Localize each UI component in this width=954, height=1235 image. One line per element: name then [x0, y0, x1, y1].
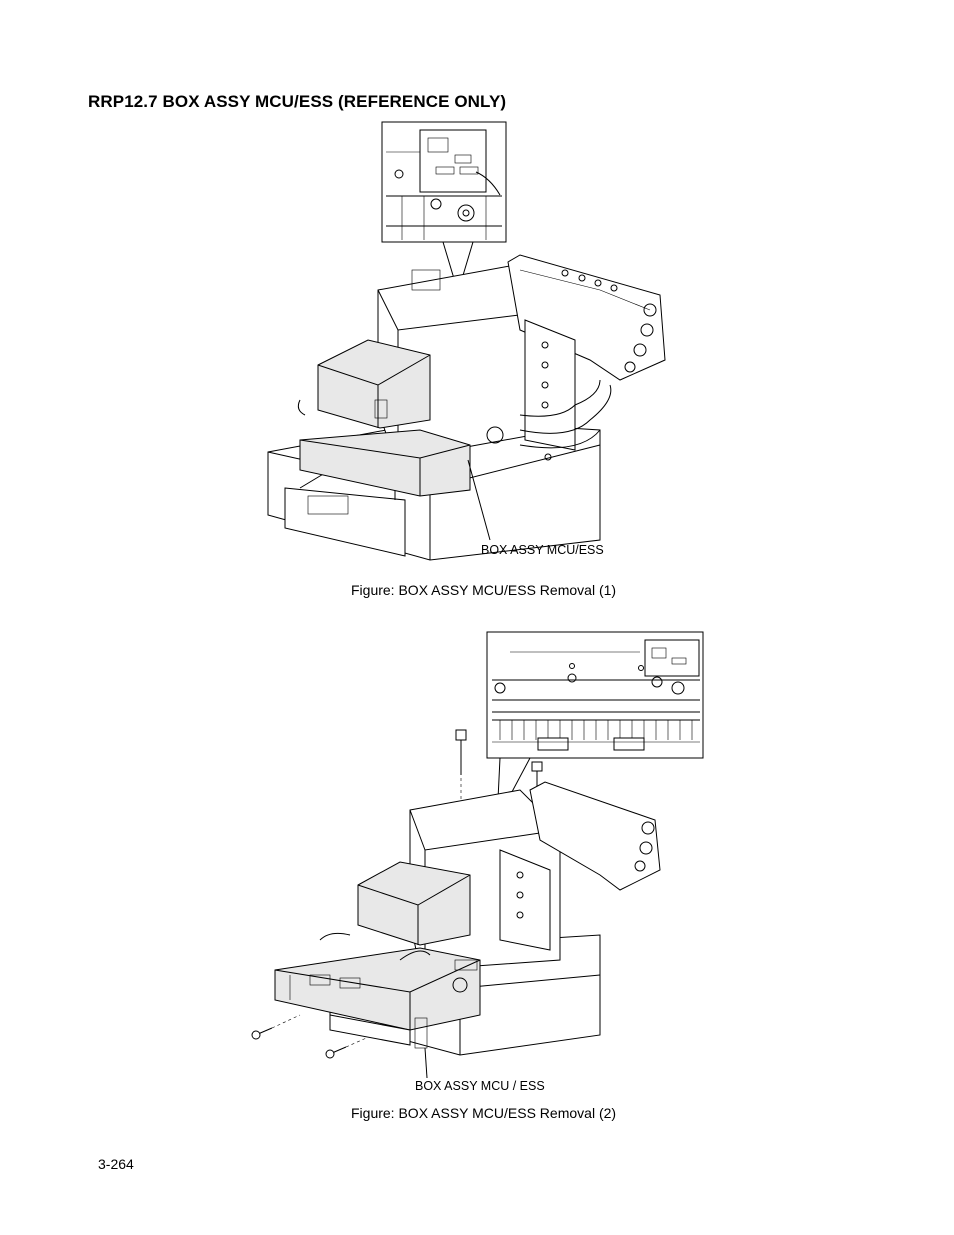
figure-2-machine-body	[274, 781, 661, 1056]
figure-2-screws	[251, 729, 543, 1059]
figure-2-callout-label: BOX ASSY MCU / ESS	[415, 1079, 545, 1093]
figure-1-callout-label: BOX ASSY MCU/ESS	[481, 543, 604, 557]
figure-2-detail-inset	[486, 631, 704, 759]
figure-1-machine-body	[267, 254, 666, 561]
page-title: RRP12.7 BOX ASSY MCU/ESS (REFERENCE ONLY…	[88, 92, 507, 111]
figure-2-caption: Figure: BOX ASSY MCU/ESS Removal (2)	[351, 1105, 617, 1121]
figure-2-inset-comb	[499, 720, 693, 740]
figure-1-detail-inset	[381, 121, 507, 243]
figure-1-caption: Figure: BOX ASSY MCU/ESS Removal (1)	[351, 582, 617, 598]
page-number: 3-264	[98, 1156, 134, 1172]
